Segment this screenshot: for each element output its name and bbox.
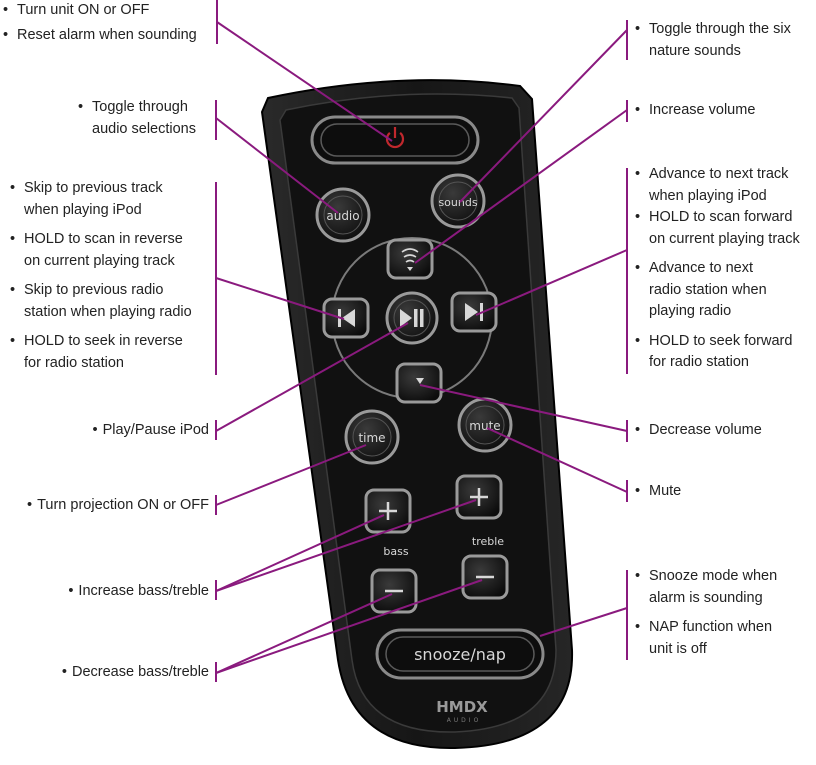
label-next-3b: radio station when (649, 281, 767, 298)
sounds-button-label: sounds (438, 196, 477, 209)
play-pause-icon (400, 309, 424, 327)
label-vol-up: Increase volume (635, 100, 755, 122)
time-button-label: time (358, 431, 385, 445)
plus-icon (379, 502, 397, 520)
leader-next (475, 249, 628, 316)
bass-plus-button[interactable] (364, 488, 412, 534)
leader-snooze (539, 607, 628, 637)
label-sounds: Toggle through the six nature sounds (635, 19, 791, 62)
leader-lines (215, 0, 628, 682)
label-next: Advance to next track when playing iPod H… (635, 164, 800, 374)
label-vol-up-text: Increase volume (635, 100, 755, 122)
label-next-3a: Advance to next (649, 260, 753, 276)
label-audio-line1: Toggle through (78, 97, 196, 119)
label-next-2a: HOLD to scan forward (649, 209, 793, 225)
snooze-nap-button[interactable]: snooze/nap (375, 628, 545, 680)
leader-play (215, 322, 409, 432)
next-button[interactable] (450, 291, 498, 333)
leader-power (216, 21, 393, 142)
label-next-1a: Advance to next track (649, 166, 789, 182)
label-projection: •Turn projection ON or OFF (27, 497, 209, 513)
audio-button[interactable]: audio (315, 187, 371, 243)
treble-label: treble (472, 535, 504, 548)
label-prev-3a: Skip to previous radio (24, 282, 164, 298)
mute-button[interactable]: mute (457, 397, 513, 453)
leader-volup (414, 109, 628, 264)
label-next-1b: when playing iPod (649, 187, 767, 204)
label-mute-text: Mute (635, 481, 681, 503)
time-button[interactable]: time (344, 409, 400, 465)
label-next-4b: for radio station (649, 354, 749, 370)
label-decrease-bt: •Decrease bass/treble (61, 664, 209, 680)
label-prev-1b: when playing iPod (24, 201, 142, 218)
label-prev-3b: station when playing radio (24, 303, 192, 320)
volume-down-icon (416, 378, 424, 384)
brand-sub-logo: AUDIO (447, 717, 482, 724)
previous-button[interactable] (322, 297, 370, 339)
label-prev-2b: on current playing track (24, 252, 175, 269)
label-snooze-2b: unit is off (649, 640, 707, 657)
bass-label: bass (383, 545, 408, 558)
label-increase-bt-text: Increase bass/treble (78, 583, 209, 599)
volume-down-button[interactable] (395, 362, 443, 404)
leader-sounds (459, 29, 628, 203)
leader-increase-treble (215, 499, 477, 592)
label-prev-2a: HOLD to scan in reverse (24, 231, 183, 247)
treble-minus-button[interactable] (461, 554, 509, 600)
label-next-3c: playing radio (649, 303, 732, 319)
leader-decrease-treble (215, 579, 483, 674)
power-button[interactable] (310, 115, 480, 165)
label-vol-down: Decrease volume (635, 420, 762, 442)
audio-button-label: audio (326, 209, 359, 223)
label-mute: Mute (635, 481, 681, 503)
label-prev-4a: HOLD to seek in reverse (24, 333, 183, 349)
leader-projection (215, 444, 367, 506)
label-snooze-1a: Snooze mode when (649, 568, 778, 584)
label-decrease-bt-text: Decrease bass/treble (71, 664, 209, 680)
label-play: •Play/Pause iPod (92, 422, 209, 438)
label-play-text: Play/Pause iPod (102, 422, 209, 438)
label-power: Turn unit ON or OFF Reset alarm when sou… (3, 0, 197, 46)
leader-increase-bass (215, 514, 385, 592)
leader-mute (486, 427, 628, 493)
label-power-line1: Turn unit ON or OFF (3, 0, 197, 22)
leader-voldown (419, 384, 628, 432)
leader-audio (215, 117, 339, 214)
label-projection-text: Turn projection ON or OFF (37, 497, 209, 513)
plus-icon (470, 488, 488, 506)
leader-prev (215, 277, 345, 320)
label-prev-4b: for radio station (24, 354, 124, 371)
label-snooze-1b: alarm is sounding (649, 589, 763, 606)
brand-logo: HMDX (436, 698, 488, 716)
bass-minus-button[interactable] (370, 568, 418, 614)
label-prev-1a: Skip to previous track (24, 180, 163, 196)
label-sounds-line1: Toggle through the six (635, 19, 791, 41)
label-power-line2: Reset alarm when sounding (3, 25, 197, 47)
play-pause-button[interactable] (385, 291, 439, 345)
label-audio-line2: audio selections (92, 120, 196, 137)
label-next-2b: on current playing track (649, 230, 800, 247)
leader-decrease-bass (215, 593, 393, 674)
treble-plus-button[interactable] (455, 474, 503, 520)
sounds-button[interactable]: sounds (430, 173, 486, 229)
label-snooze-2a: NAP function when (649, 619, 773, 635)
label-vol-down-text: Decrease volume (635, 420, 762, 442)
volume-up-icon (401, 248, 419, 271)
label-audio: Toggle through audio selections (78, 97, 196, 140)
label-sounds-line2: nature sounds (649, 42, 741, 59)
label-next-4a: HOLD to seek forward (649, 332, 793, 349)
volume-up-button[interactable] (386, 238, 434, 280)
label-increase-bt: •Increase bass/treble (68, 583, 209, 599)
label-snooze: Snooze mode when alarm is sounding NAP fu… (635, 566, 777, 660)
snooze-nap-label: snooze/nap (414, 645, 506, 664)
mute-button-label: mute (469, 419, 500, 433)
